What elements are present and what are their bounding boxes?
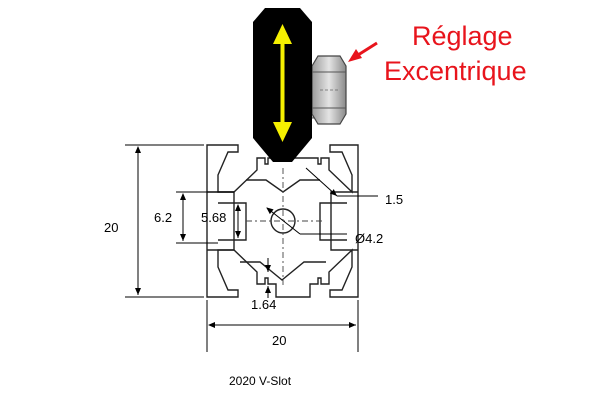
annotation-line-1: Réglage (412, 21, 513, 51)
height-dimension (125, 144, 204, 298)
bore-label: Ø4.2 (355, 231, 383, 246)
width-label: 20 (272, 333, 286, 348)
slot-width-label: 6.2 (154, 210, 172, 225)
bore-dimension (266, 207, 347, 235)
profile-outline (206, 144, 359, 298)
lip-label: 1.64 (251, 297, 276, 312)
width-dimension (206, 300, 359, 352)
chamfer-dimension (305, 167, 378, 197)
slot-width-dimension (176, 191, 234, 244)
annotation-line-2: Excentrique (384, 56, 527, 86)
red-arrow-icon (348, 41, 378, 62)
center-lines (246, 168, 322, 285)
height-label: 20 (104, 220, 118, 235)
chamfer-label: 1.5 (385, 192, 403, 207)
inner-width-label: 5.68 (201, 210, 226, 225)
yellow-double-arrow-icon (273, 24, 292, 142)
profile-caption: 2020 V-Slot (229, 374, 292, 388)
